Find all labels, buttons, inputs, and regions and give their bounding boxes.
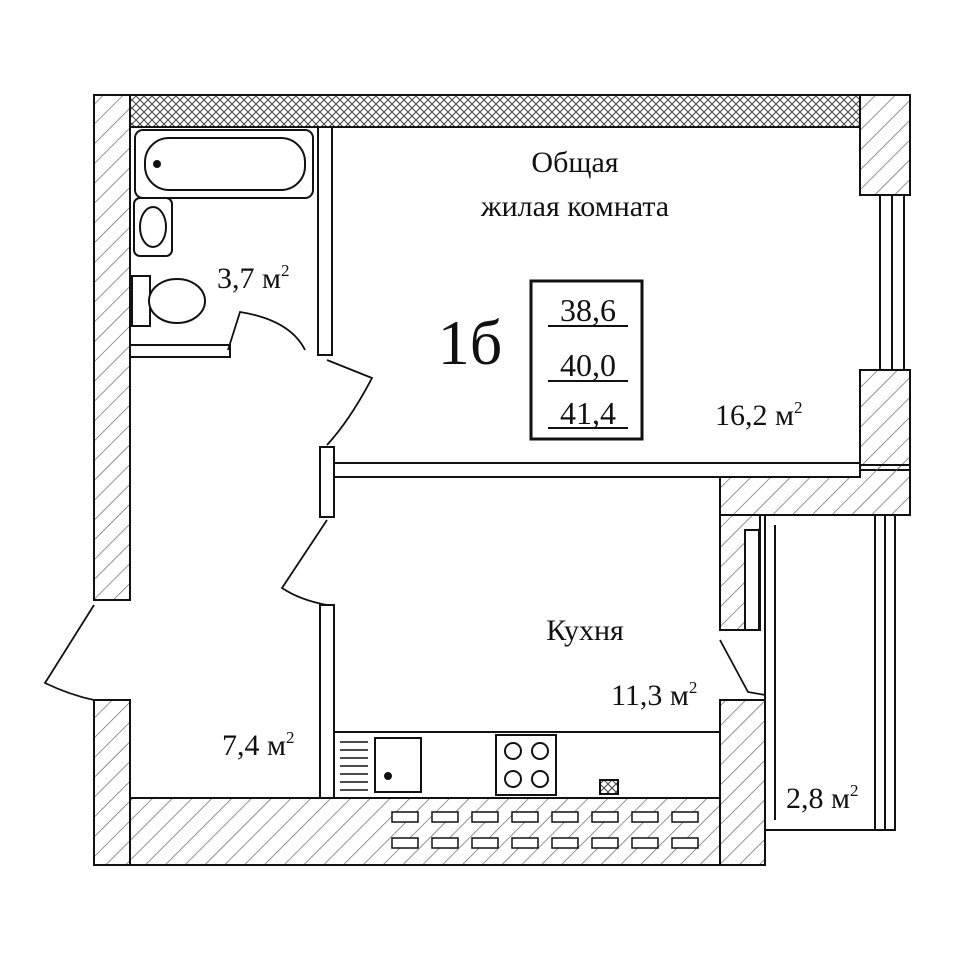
area-summary-box <box>529 279 644 441</box>
toilet-icon <box>148 278 206 324</box>
left-wall-lower <box>93 699 131 866</box>
hall-partition-lower <box>319 604 335 799</box>
right-wall-top <box>859 94 911 196</box>
right-wall-mid <box>859 369 911 471</box>
living-bottom-wall <box>331 462 861 478</box>
balcony-frame <box>764 514 896 831</box>
top-wall <box>129 94 861 128</box>
toilet-tank <box>131 275 151 327</box>
left-wall-upper <box>93 94 131 601</box>
bathroom-fixtures <box>131 129 314 327</box>
apartment-type: 1б <box>438 307 503 378</box>
living-area: 16,2 м <box>715 399 794 432</box>
kitchen-fixtures <box>333 731 721 799</box>
sink-drainboard <box>340 741 368 791</box>
vent-icon <box>599 779 619 795</box>
area-total-2: 40,0 <box>560 347 616 383</box>
living-name-line1: Общая <box>531 146 618 179</box>
kitchen-right-wall <box>719 699 766 866</box>
hall-area: 7,4 м <box>222 729 286 762</box>
area-total-3: 41,4 <box>560 395 616 431</box>
hall-partition-upper <box>319 446 335 518</box>
balcony-area-sup: 2 <box>850 781 859 800</box>
balcony-area-label: 2,8 м2 <box>786 781 858 815</box>
bath-partition <box>317 126 333 356</box>
exterior-walls <box>93 94 911 866</box>
area-total-1: 38,6 <box>560 292 616 328</box>
living-area-sup: 2 <box>794 398 803 417</box>
living-area-label: 16,2 м2 <box>715 398 802 432</box>
wall-vents <box>391 811 699 849</box>
windows <box>744 194 905 831</box>
bathroom-door <box>227 310 306 351</box>
kitchen-door <box>280 519 328 606</box>
interior-walls <box>129 126 896 831</box>
stove-icon <box>495 734 557 796</box>
balcony-area: 2,8 м <box>786 782 850 815</box>
balcony-door <box>719 639 766 696</box>
kitchen-area: 11,3 м <box>611 679 689 712</box>
kitchen-window <box>744 529 760 631</box>
bath-area-label: 3,7 м2 <box>217 261 289 295</box>
kitchen-name: Кухня <box>546 614 624 647</box>
bath-area-sup: 2 <box>281 261 290 280</box>
kitchen-area-sup: 2 <box>689 678 698 697</box>
doors <box>43 310 766 701</box>
hall-area-label: 7,4 м2 <box>222 728 294 762</box>
sink-basin-icon <box>374 737 422 793</box>
hall-area-sup: 2 <box>286 728 295 747</box>
bath-bottom-wall <box>129 344 231 358</box>
bath-area: 3,7 м <box>217 262 281 295</box>
bathtub-inner <box>144 137 306 191</box>
living-name-line2: жилая комната <box>480 190 669 223</box>
bottom-wall <box>129 797 721 866</box>
kitchen-area-label: 11,3 м2 <box>611 678 697 712</box>
entrance-door <box>43 604 95 701</box>
living-door <box>326 359 374 446</box>
